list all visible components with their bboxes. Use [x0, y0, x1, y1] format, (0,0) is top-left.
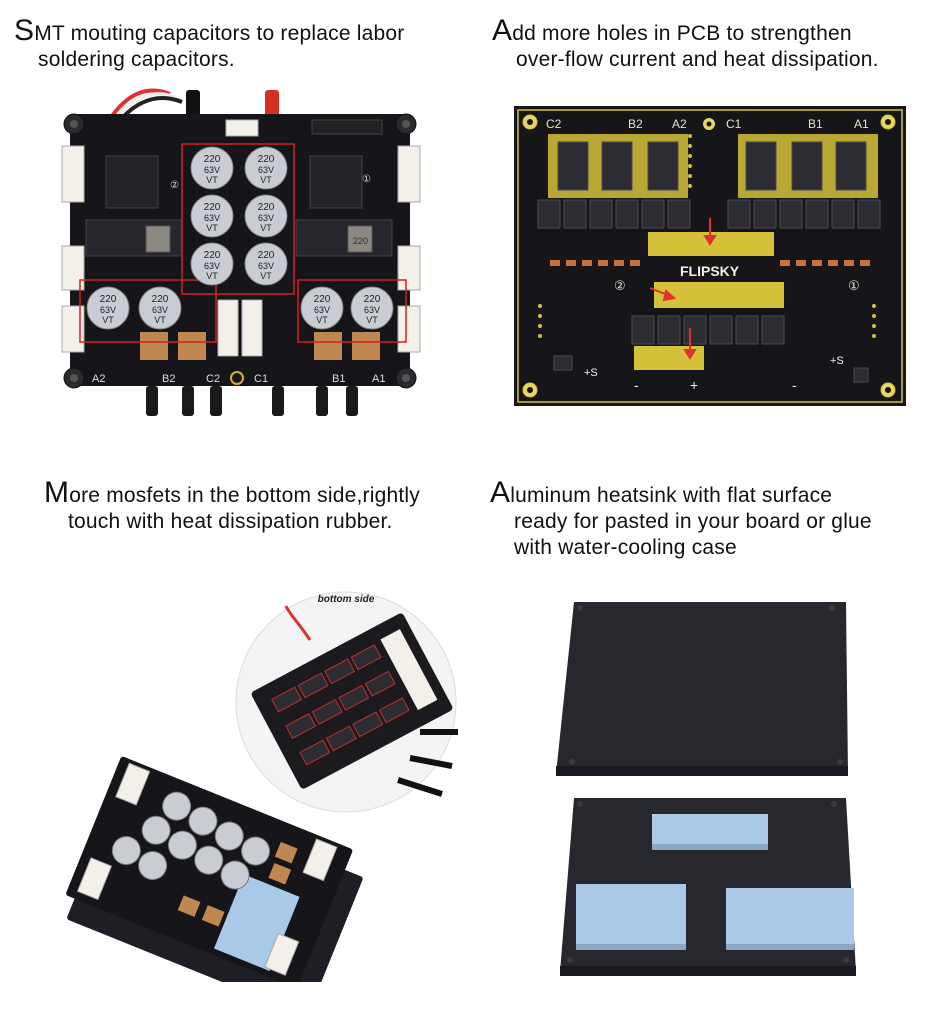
svg-text:C1: C1 [254, 373, 268, 385]
svg-text:63V: 63V [364, 305, 380, 315]
svg-text:B2: B2 [162, 373, 175, 385]
bottom-side-label: bottom side [318, 594, 375, 605]
svg-text:220: 220 [258, 154, 275, 165]
svg-text:63V: 63V [100, 305, 116, 315]
svg-text:B1: B1 [332, 373, 345, 385]
svg-text:220: 220 [258, 202, 275, 213]
caption-more-holes: Add more holes in PCB to strengthen over… [492, 16, 879, 73]
thermal-pad-right [726, 888, 854, 946]
caption-line1: dd more holes in PCB to strengthen [512, 22, 852, 45]
svg-text:-: - [634, 377, 639, 393]
phase-labels: A2 B2 C2 C1 B1 A1 [92, 373, 385, 385]
svg-text:63V: 63V [258, 213, 274, 223]
svg-text:B1: B1 [808, 117, 823, 131]
svg-text:63V: 63V [204, 213, 220, 223]
polarity-markings: - + +S - +S [584, 355, 844, 393]
heatsink-photo [556, 602, 856, 976]
svg-text:A1: A1 [372, 373, 385, 385]
svg-text:220: 220 [100, 294, 117, 305]
svg-text:VT: VT [366, 315, 378, 325]
svg-text:+: + [690, 377, 698, 393]
svg-text:VT: VT [260, 223, 272, 233]
mark-one: ① [362, 174, 371, 185]
caption-line2: soldering capacitors. [38, 48, 235, 71]
inductor-label: 220 [353, 236, 368, 246]
thermal-pad-center [652, 814, 768, 846]
caption-first-letter: A [492, 14, 513, 47]
svg-text:63V: 63V [258, 165, 274, 175]
caption-line2: ready for pasted in your board or glue [514, 510, 872, 533]
svg-text:VT: VT [206, 175, 218, 185]
caption-line1: MT mouting capacitors to replace labor [34, 22, 405, 45]
stacked-boards-photo: bottom side [66, 591, 458, 982]
svg-text:220: 220 [204, 202, 221, 213]
pcb-layout-view: C2 B2 A2 C1 B1 A1 FLIPSKY ② ① - + +S - +… [514, 106, 906, 406]
svg-text:VT: VT [206, 271, 218, 281]
svg-text:C1: C1 [726, 117, 742, 131]
caption-line1: ore mosfets in the bottom side,rightly [69, 484, 420, 507]
svg-text:220: 220 [204, 154, 221, 165]
heatsink-plate-top [556, 602, 848, 776]
current-flow-arrows [649, 218, 717, 360]
svg-text:63V: 63V [204, 165, 220, 175]
svg-text:VT: VT [206, 223, 218, 233]
mark-two: ② [170, 180, 179, 191]
pcb-mark-two: ② [614, 278, 626, 293]
svg-text:VT: VT [154, 315, 166, 325]
svg-text:VT: VT [102, 315, 114, 325]
thermal-pad-left [576, 884, 686, 946]
heatsink-plate-bottom [560, 798, 856, 976]
svg-text:A2: A2 [92, 373, 105, 385]
svg-text:-: - [792, 377, 797, 393]
caption-first-letter: A [490, 476, 511, 509]
svg-text:A2: A2 [672, 117, 687, 131]
caption-line2: touch with heat dissipation rubber. [68, 510, 393, 533]
svg-text:220: 220 [314, 294, 331, 305]
caption-line2: over-flow current and heat dissipation. [516, 48, 879, 71]
svg-text:220: 220 [204, 250, 221, 261]
caption-line3: with water-cooling case [514, 536, 737, 559]
svg-text:VT: VT [260, 175, 272, 185]
svg-text:B2: B2 [628, 117, 643, 131]
caption-first-letter: M [44, 476, 70, 509]
caption-smt-capacitors: SMT mouting capacitors to replace labor … [14, 16, 405, 73]
svg-text:C2: C2 [546, 117, 562, 131]
caption-more-mosfets: More mosfets in the bottom side,rightly … [44, 478, 420, 535]
svg-text:63V: 63V [314, 305, 330, 315]
svg-text:220: 220 [152, 294, 169, 305]
svg-text:C2: C2 [206, 373, 220, 385]
pcb-mark-one: ① [848, 278, 860, 293]
pcb-phase-labels: C2 B2 A2 C1 B1 A1 [546, 117, 869, 131]
svg-text:63V: 63V [152, 305, 168, 315]
svg-text:+S: +S [584, 367, 598, 379]
svg-text:63V: 63V [204, 261, 220, 271]
svg-text:63V: 63V [258, 261, 274, 271]
svg-text:220: 220 [364, 294, 381, 305]
svg-text:VT: VT [316, 315, 328, 325]
brand-logo-text: FLIPSKY [680, 263, 740, 279]
svg-text:VT: VT [260, 271, 272, 281]
svg-text:+S: +S [830, 355, 844, 367]
caption-aluminum-heatsink: Aluminum heatsink with flat surface read… [490, 478, 872, 561]
svg-text:220: 220 [258, 250, 275, 261]
caption-line1: luminum heatsink with flat surface [510, 484, 833, 507]
svg-text:A1: A1 [854, 117, 869, 131]
caption-first-letter: S [14, 14, 35, 47]
